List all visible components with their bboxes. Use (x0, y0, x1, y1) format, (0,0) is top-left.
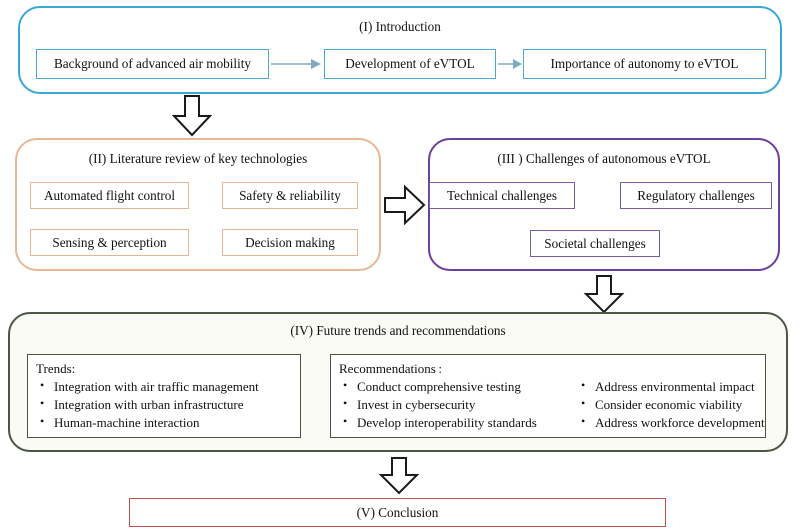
trends-heading: Trends: (36, 361, 76, 376)
arrow-future-to-conclusion (378, 457, 420, 495)
list-item: Consider economic viability (577, 395, 757, 414)
list-item: Human-machine interaction (36, 413, 292, 432)
list-item: Integration with air traffic management (36, 377, 292, 396)
list-item: Invest in cybersecurity (339, 395, 565, 414)
intro-connector-arrow-2 (498, 57, 522, 71)
node-background-of-advanced-air-mobility[interactable]: Background of advanced air mobility (36, 49, 269, 79)
recommendations-columns: Conduct comprehensive testing Invest in … (339, 377, 765, 432)
panel-trends: Trends: Integration with air traffic man… (27, 354, 301, 438)
section-introduction (18, 6, 782, 94)
node-importance-of-autonomy-to-evtol[interactable]: Importance of autonomy to eVTOL (523, 49, 766, 79)
recommendations-list-left: Conduct comprehensive testing Invest in … (339, 377, 565, 432)
arrow-challenges-to-future (583, 275, 625, 314)
section-future-trends-title: (IV) Future trends and recommendations (290, 323, 506, 338)
recommendations-list-right: Address environmental impact Consider ec… (577, 377, 765, 432)
section-challenges-title: (III ) Challenges of autonomous eVTOL (497, 151, 711, 166)
node-regulatory-challenges[interactable]: Regulatory challenges (620, 182, 772, 209)
recommendations-heading: Recommendations : (339, 361, 442, 376)
node-technical-challenges[interactable]: Technical challenges (429, 182, 575, 209)
section-literature-review (15, 138, 381, 271)
list-item: Integration with urban infrastructure (36, 395, 292, 414)
section-literature-review-title: (II) Literature review of key technologi… (88, 151, 308, 166)
list-item: Develop interoperability standards (339, 413, 565, 432)
arrow-literature-to-challenges (384, 184, 426, 226)
list-item: Conduct comprehensive testing (339, 377, 565, 396)
node-automated-flight-control[interactable]: Automated flight control (30, 182, 189, 209)
arrow-intro-to-literature (171, 95, 213, 137)
node-decision-making[interactable]: Decision making (222, 229, 358, 256)
trends-list: Integration with air traffic management … (36, 377, 292, 432)
node-sensing-and-perception[interactable]: Sensing & perception (30, 229, 189, 256)
list-item: Address workforce development (577, 413, 765, 432)
panel-recommendations: Recommendations : Conduct comprehensive … (330, 354, 766, 438)
node-safety-and-reliability[interactable]: Safety & reliability (222, 182, 358, 209)
node-societal-challenges[interactable]: Societal challenges (530, 230, 660, 257)
node-development-of-evtol[interactable]: Development of eVTOL (324, 49, 496, 79)
intro-connector-arrow-1 (271, 57, 321, 71)
section-introduction-title: (I) Introduction (359, 19, 441, 34)
list-item: Address environmental impact (577, 377, 757, 396)
node-conclusion[interactable]: (V) Conclusion (129, 498, 666, 527)
